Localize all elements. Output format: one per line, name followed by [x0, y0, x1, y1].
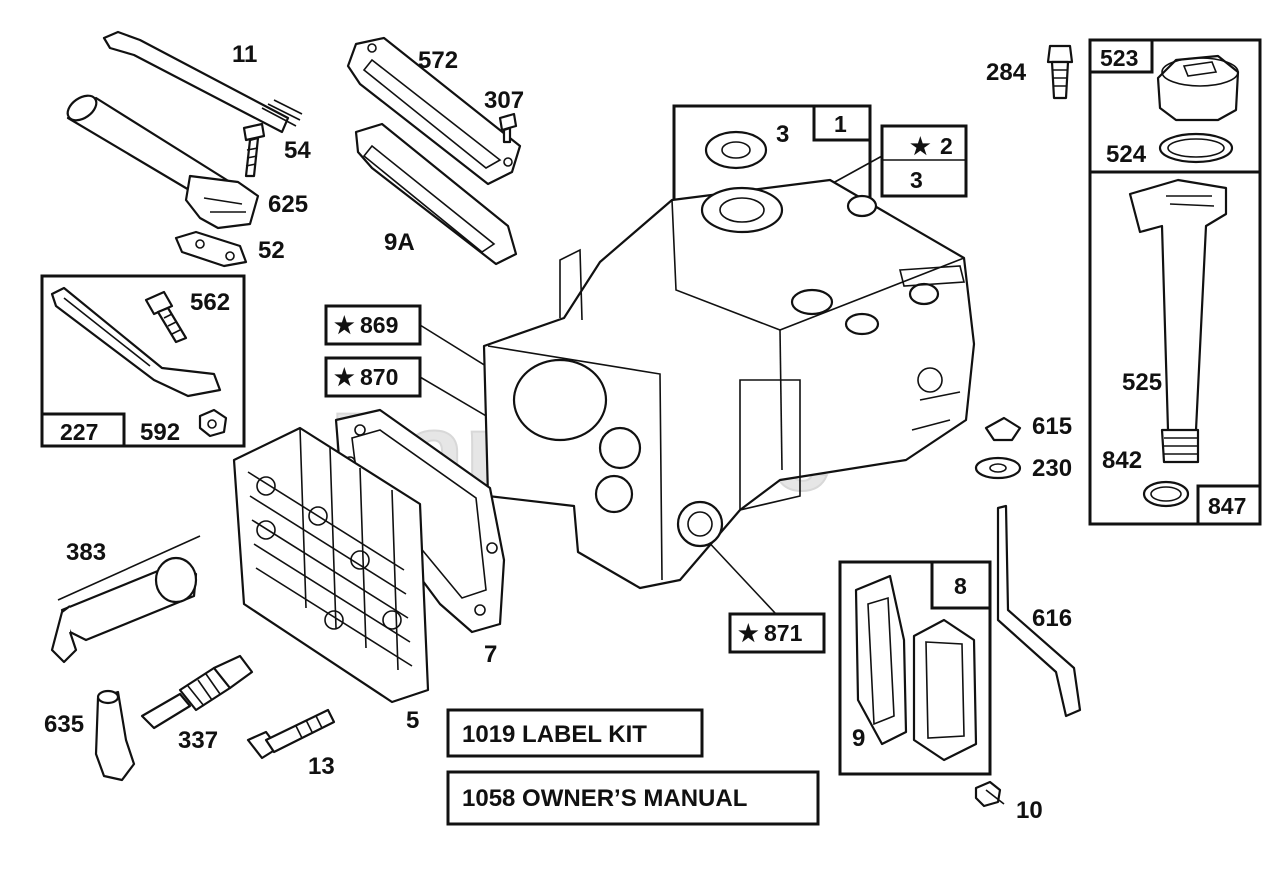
part-13-bolt[interactable]: [246, 708, 336, 760]
label-524: 524: [1106, 141, 1147, 168]
label-3a: 3: [776, 121, 789, 148]
label-337: 337: [178, 727, 218, 754]
part-8-plate[interactable]: [912, 618, 978, 762]
owners-manual-text: 1058 OWNER’S MANUAL: [462, 785, 747, 812]
label-3b: 3: [910, 167, 923, 193]
label-562: 562: [190, 289, 230, 316]
box-847: [1088, 38, 1262, 526]
part-227-lever[interactable]: [50, 286, 222, 398]
part-635-boot[interactable]: [94, 689, 136, 782]
label-kit-text: 1019 LABEL KIT: [462, 721, 647, 748]
part-5-cylinder-head[interactable]: [232, 426, 430, 704]
callout-869[interactable]: ★ 869: [324, 304, 422, 346]
label-871: 871: [764, 620, 803, 646]
box-2-3: [880, 124, 968, 198]
label-230: 230: [1032, 455, 1072, 482]
part-625-bracket[interactable]: [63, 91, 260, 230]
part-525-dipstick-tube[interactable]: [1128, 178, 1228, 464]
part-337-spark-plug[interactable]: [140, 654, 254, 730]
box-8: [838, 560, 992, 776]
callout-871[interactable]: ★ 871: [728, 612, 826, 654]
label-9A: 9A: [384, 229, 415, 256]
label-847: 847: [1208, 493, 1246, 519]
crankcase-block[interactable]: [482, 178, 976, 590]
svg-text:★: ★: [738, 620, 759, 646]
svg-text:★: ★: [334, 312, 355, 338]
label-869: 869: [360, 312, 398, 338]
label-11: 11: [232, 41, 257, 68]
part-3-seal[interactable]: [704, 130, 768, 170]
part-615-washer[interactable]: [984, 416, 1022, 442]
part-842-oring[interactable]: [1142, 480, 1190, 508]
label-54: 54: [284, 137, 311, 164]
part-572-cover[interactable]: [346, 36, 522, 186]
label-592: 592: [140, 419, 180, 446]
part-616-rod[interactable]: [996, 504, 1082, 718]
svg-text:★: ★: [910, 133, 931, 159]
svg-text:★: ★: [334, 364, 355, 390]
kit-box-227: [40, 274, 246, 448]
label-2: 2: [940, 133, 953, 159]
label-10: 10: [1016, 797, 1043, 824]
part-383-wrench[interactable]: [50, 535, 201, 664]
kit-box-227-tag: [40, 412, 126, 448]
label-307: 307: [484, 87, 524, 114]
label-9: 9: [852, 725, 865, 752]
label-616: 616: [1032, 605, 1072, 632]
label-227: 227: [60, 419, 98, 445]
label-7: 7: [484, 641, 497, 668]
label-5: 5: [406, 707, 419, 734]
label-615: 615: [1032, 413, 1072, 440]
label-1: 1: [834, 111, 847, 137]
part-10-screw[interactable]: [974, 780, 1005, 808]
label-635: 635: [44, 711, 84, 738]
owners-manual-box[interactable]: 1058 OWNER’S MANUAL: [446, 770, 820, 826]
part-524-seal[interactable]: [1158, 132, 1234, 164]
label-383: 383: [66, 539, 106, 566]
label-52: 52: [258, 237, 285, 264]
label-523: 523: [1100, 45, 1138, 71]
part-54-bolt[interactable]: [242, 122, 266, 178]
part-307-screw[interactable]: [498, 112, 518, 144]
label-284: 284: [986, 59, 1027, 86]
part-52-gasket[interactable]: [174, 230, 248, 268]
label-kit-box[interactable]: 1019 LABEL KIT: [446, 708, 704, 758]
label-870: 870: [360, 364, 398, 390]
label-572: 572: [418, 47, 458, 74]
part-592-nut[interactable]: [198, 408, 228, 438]
part-11-tube[interactable]: [102, 30, 303, 134]
label-525: 525: [1122, 369, 1162, 396]
label-842: 842: [1102, 447, 1142, 474]
part-562-bolt[interactable]: [144, 290, 188, 344]
part-230-washer[interactable]: [974, 456, 1022, 480]
label-625: 625: [268, 191, 308, 218]
label-13: 13: [308, 753, 335, 780]
label-8: 8: [954, 573, 967, 599]
part-9-gasket[interactable]: [854, 574, 908, 746]
part-9A-gasket[interactable]: [354, 122, 518, 266]
part-523-cap[interactable]: [1156, 54, 1240, 122]
part-284-screw[interactable]: [1046, 44, 1074, 100]
